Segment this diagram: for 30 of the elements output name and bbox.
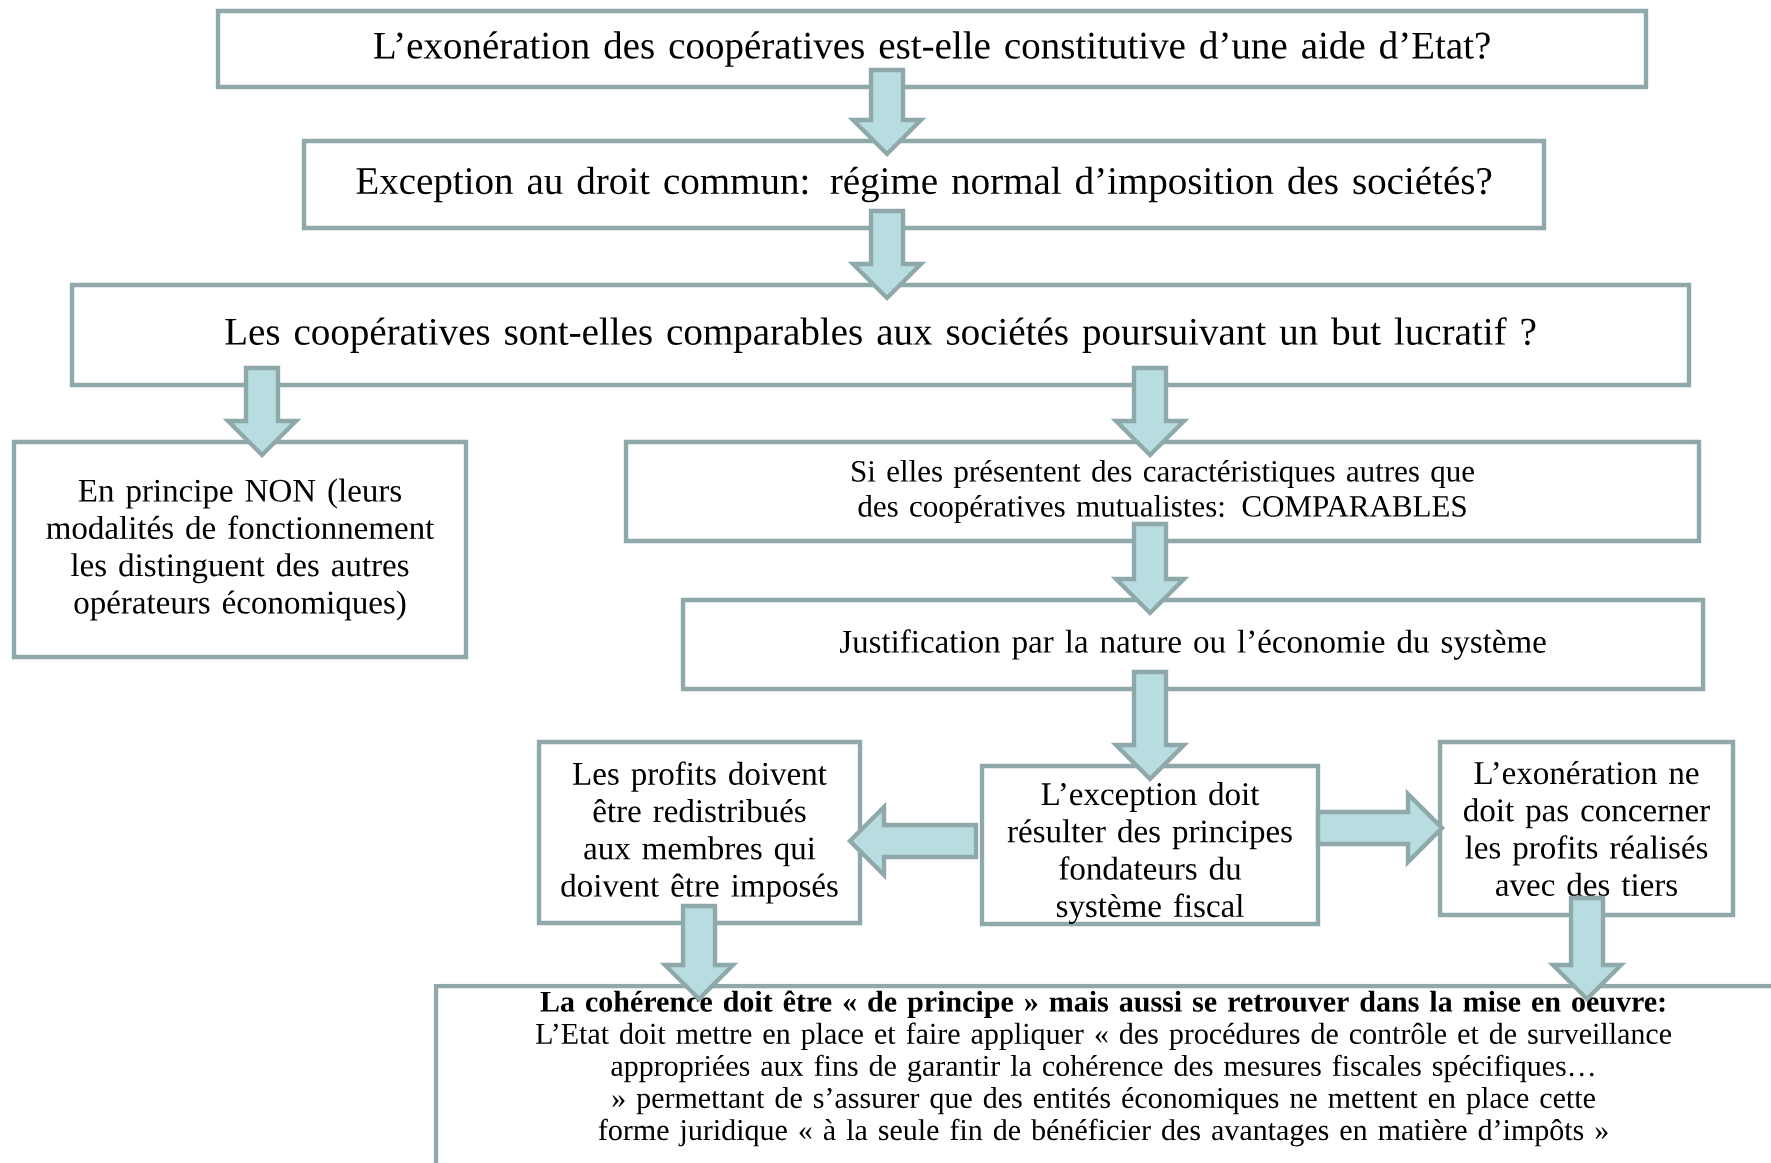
block-arrow	[222, 365, 302, 459]
process-box	[623, 439, 1702, 544]
block-arrow	[659, 903, 739, 1003]
box-text: L’exception doit résulter des principes fondateurs du système fiscal	[1007, 782, 1292, 924]
box-text: La cohérence doit être « de principe » mais aussi se retrouver dans la mise en oeuvre: L’Etat doit mettre en place et faire appliquer « des procédures de contrôle et de surveillance appropriées aux fins de garantir la cohérence des mesures fiscales spécifiques… » permettant de s’assurer que des entités économiques ne mettent en place cette forme juridique « à la seule fin de bénéficier des avantages en matière d’impôts »	[536, 990, 1671, 1147]
box-text: Exception au droit commun: régime normal d’imposition des sociétés?	[356, 166, 1492, 203]
process-box	[680, 597, 1706, 692]
block-arrow	[1315, 788, 1446, 868]
process-box	[69, 282, 1692, 388]
box-text: Les profits doivent être redistribués aux membres qui doivent être imposés	[561, 761, 838, 904]
process-box	[301, 138, 1547, 231]
process-box	[1437, 739, 1736, 918]
box-text: Justification par la nature ou l’économie du système	[839, 629, 1546, 660]
process-box	[979, 763, 1321, 927]
block-arrow	[1547, 895, 1627, 1003]
block-arrow	[847, 67, 927, 158]
box-text: Les coopératives sont-elles comparables aux sociétés poursuivant un but lucratif ?	[225, 317, 1536, 353]
block-arrow	[846, 801, 979, 881]
block-arrow	[1110, 669, 1190, 783]
block-arrow	[1110, 521, 1190, 617]
box-text: L’exonération des coopératives est-elle constitutive d’une aide d’Etat?	[374, 31, 1490, 67]
process-box	[215, 8, 1649, 90]
process-box	[11, 439, 469, 660]
box-text: L’exonération ne doit pas concerner les profits réalisés avec des tiers	[1464, 760, 1710, 897]
process-box	[536, 739, 863, 926]
process-box	[433, 983, 1771, 1163]
block-arrow	[847, 208, 927, 302]
block-arrow	[1110, 365, 1190, 459]
box-text: Si elles présentent des caractéristiques autres que des coopératives mutualistes: COMPARABLES	[852, 459, 1474, 524]
box-text: En principe NON (leurs modalités de fonctionnement les distinguent des autres opérateurs économiques)	[46, 478, 435, 621]
